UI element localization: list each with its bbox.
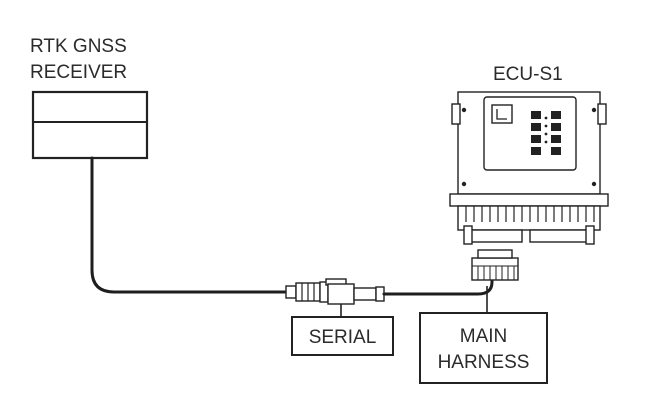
ecu-connector-rail (449, 193, 609, 207)
ecu-connector-pins (465, 206, 595, 222)
harness-connector-neck (477, 249, 513, 259)
serial-label-box (291, 316, 394, 356)
receiver-label-line2: RECEIVER (30, 62, 127, 83)
receiver-box (31, 90, 149, 160)
serial-label: SERIAL (291, 316, 394, 356)
harness-connector-body (471, 257, 519, 281)
harness-label-line2: HARNESS (438, 352, 530, 373)
connector-socket-tail (353, 287, 377, 301)
ecu-logo (491, 104, 513, 124)
ecu-plug-right (529, 229, 589, 243)
connector-socket-body (327, 283, 355, 305)
connector-plug-tip (285, 285, 297, 299)
serial-label-text: SERIAL (309, 327, 377, 348)
rtk-gnss-receiver: RTK GNSS RECEIVER (30, 36, 149, 160)
harness-label-box (419, 312, 548, 384)
ecu-s1-unit: ECU-S1 (449, 64, 609, 245)
receiver-cable (90, 156, 288, 294)
ecu-status-leds (531, 111, 561, 155)
harness-cable (382, 276, 494, 296)
ecu-plug-left (469, 229, 523, 243)
ecu-connector-block (457, 205, 601, 231)
harness-label-line1: MAIN (460, 326, 508, 347)
ecu-mount-left (451, 103, 461, 125)
main-harness-label: MAIN HARNESS (419, 312, 548, 384)
serial-connector (285, 278, 385, 305)
ecu-clip-right (585, 225, 595, 245)
receiver-label-line1: RTK GNSS (30, 36, 127, 57)
harness-connector (471, 249, 519, 281)
ecu-label: ECU-S1 (493, 64, 563, 85)
ecu-mount-right (597, 103, 607, 125)
ecu-clip-left (463, 225, 473, 245)
